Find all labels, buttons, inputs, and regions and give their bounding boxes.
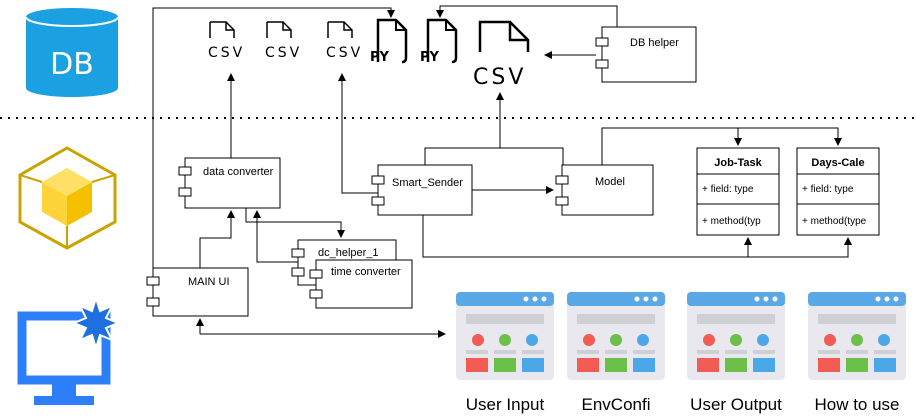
csv-label-3: CSV — [326, 45, 363, 61]
time-converter-label: time converter — [331, 266, 401, 278]
csv-file-icon-large: CSV — [473, 20, 530, 90]
burst-icon — [71, 294, 121, 352]
caption-user-output: User Output — [690, 395, 782, 414]
model-label: Model — [595, 176, 625, 188]
database-icon: DB — [25, 8, 119, 97]
csv-label-2: CSV — [265, 45, 302, 61]
caption-user-input: User Input — [466, 395, 545, 414]
py-file-icon-2: PY — [420, 18, 458, 65]
csv-file-icon-2: CSV — [265, 21, 302, 61]
cube-icon — [18, 146, 117, 250]
job-task-title: Job-Task — [714, 157, 762, 169]
days-cale-field: + field: type — [802, 184, 854, 195]
component-smart-sender: Smart_Sender — [371, 164, 473, 216]
db-helper-label: DB helper — [630, 37, 679, 49]
caption-envconfi: EnvConfi — [582, 395, 651, 414]
caption-how-to-use: How to use — [814, 395, 899, 414]
job-task-method: + method(typ — [702, 216, 761, 227]
screen-user-input — [456, 292, 554, 380]
class-job-task: Job-Task + field: type + method(typ — [696, 147, 780, 236]
class-days-cale: Days-Cale + field: type + method(type — [796, 147, 880, 236]
csv-file-icon-1: CSV — [208, 21, 245, 61]
days-cale-title: Days-Cale — [811, 157, 864, 169]
job-task-field: + field: type — [702, 184, 754, 195]
component-data-converter: data converter — [178, 157, 281, 209]
database-label: DB — [50, 47, 94, 82]
connectors — [152, 5, 852, 338]
screen-user-output — [687, 292, 785, 380]
py-label-1: PY — [370, 50, 390, 65]
component-main-ui: MAIN UI — [146, 267, 249, 317]
data-converter-label: data converter — [203, 166, 274, 178]
screen-envconfi — [567, 292, 665, 380]
smart-sender-label: Smart_Sender — [392, 177, 463, 189]
monitor-icon — [17, 311, 111, 405]
csv-label-1: CSV — [208, 45, 245, 61]
days-cale-method: + method(type — [802, 216, 867, 227]
component-db-helper: DB helper — [595, 26, 697, 83]
component-time-converter: time converter — [309, 259, 413, 309]
main-ui-label: MAIN UI — [188, 276, 230, 288]
csv-label-large: CSV — [473, 65, 526, 90]
csv-file-icon-3: CSV — [326, 21, 363, 61]
screen-how-to-use — [808, 292, 906, 380]
dc-helper-label: dc_helper_1 — [318, 247, 379, 259]
py-label-2: PY — [420, 50, 440, 65]
component-model: Model — [555, 164, 654, 216]
py-file-icon-1: PY — [370, 18, 408, 65]
